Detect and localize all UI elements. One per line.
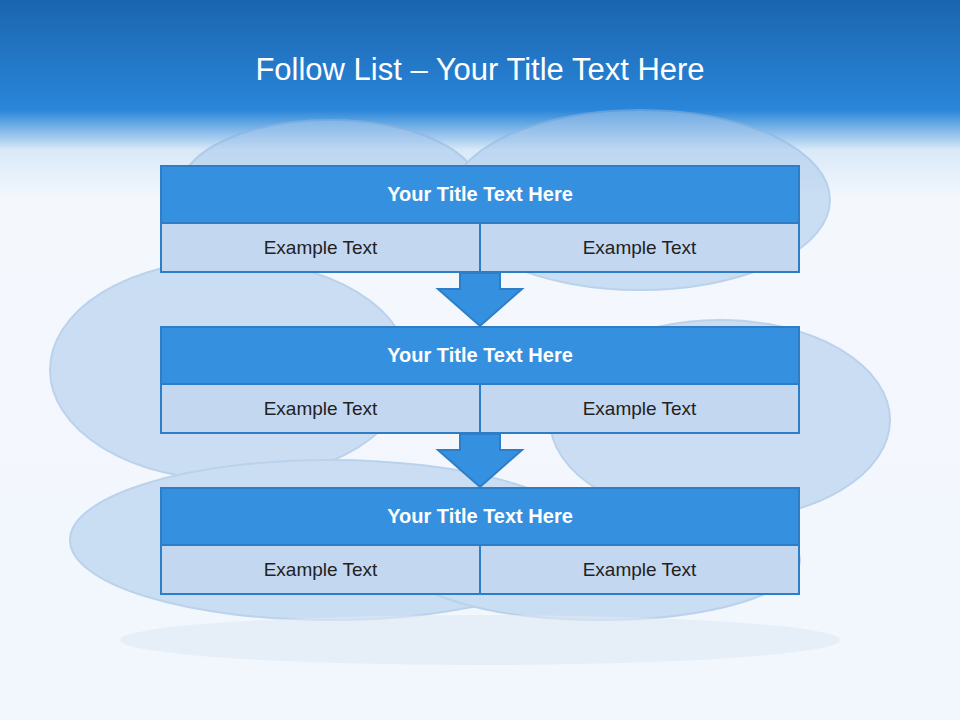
node-text: Example Text bbox=[264, 559, 378, 581]
node-text: Your Title Text Here bbox=[387, 183, 573, 206]
step-box: Your Title Text HereExample Text Example … bbox=[160, 165, 800, 273]
node-text: Example Text bbox=[583, 559, 697, 581]
step-box: Your Title Text HereExample Text Example … bbox=[160, 326, 800, 434]
example-cell: Example Text bbox=[481, 224, 798, 271]
slide-title: Follow List – Your Title Text Here bbox=[0, 52, 960, 88]
block-arrow bbox=[438, 273, 522, 326]
title-band: Your Title Text Here bbox=[162, 328, 798, 383]
example-cell: Example Text bbox=[481, 385, 798, 432]
node-text: Example Text bbox=[583, 398, 697, 420]
title-band: Your Title Text Here bbox=[162, 167, 798, 222]
title-band: Your Title Text Here bbox=[162, 489, 798, 544]
node-text: Example Text bbox=[264, 398, 378, 420]
example-cell: Example Text bbox=[481, 546, 798, 593]
example-cell: Example Text bbox=[162, 546, 479, 593]
node-text: Example Text bbox=[583, 237, 697, 259]
block-arrow bbox=[438, 434, 522, 487]
example-cell: Example Text bbox=[162, 385, 479, 432]
node-text: Your Title Text Here bbox=[387, 505, 573, 528]
step-box: Your Title Text HereExample Text Example … bbox=[160, 487, 800, 595]
example-cell: Example Text bbox=[162, 224, 479, 271]
shadow bbox=[120, 615, 840, 665]
node-text: Your Title Text Here bbox=[387, 344, 573, 367]
node-text: Example Text bbox=[264, 237, 378, 259]
